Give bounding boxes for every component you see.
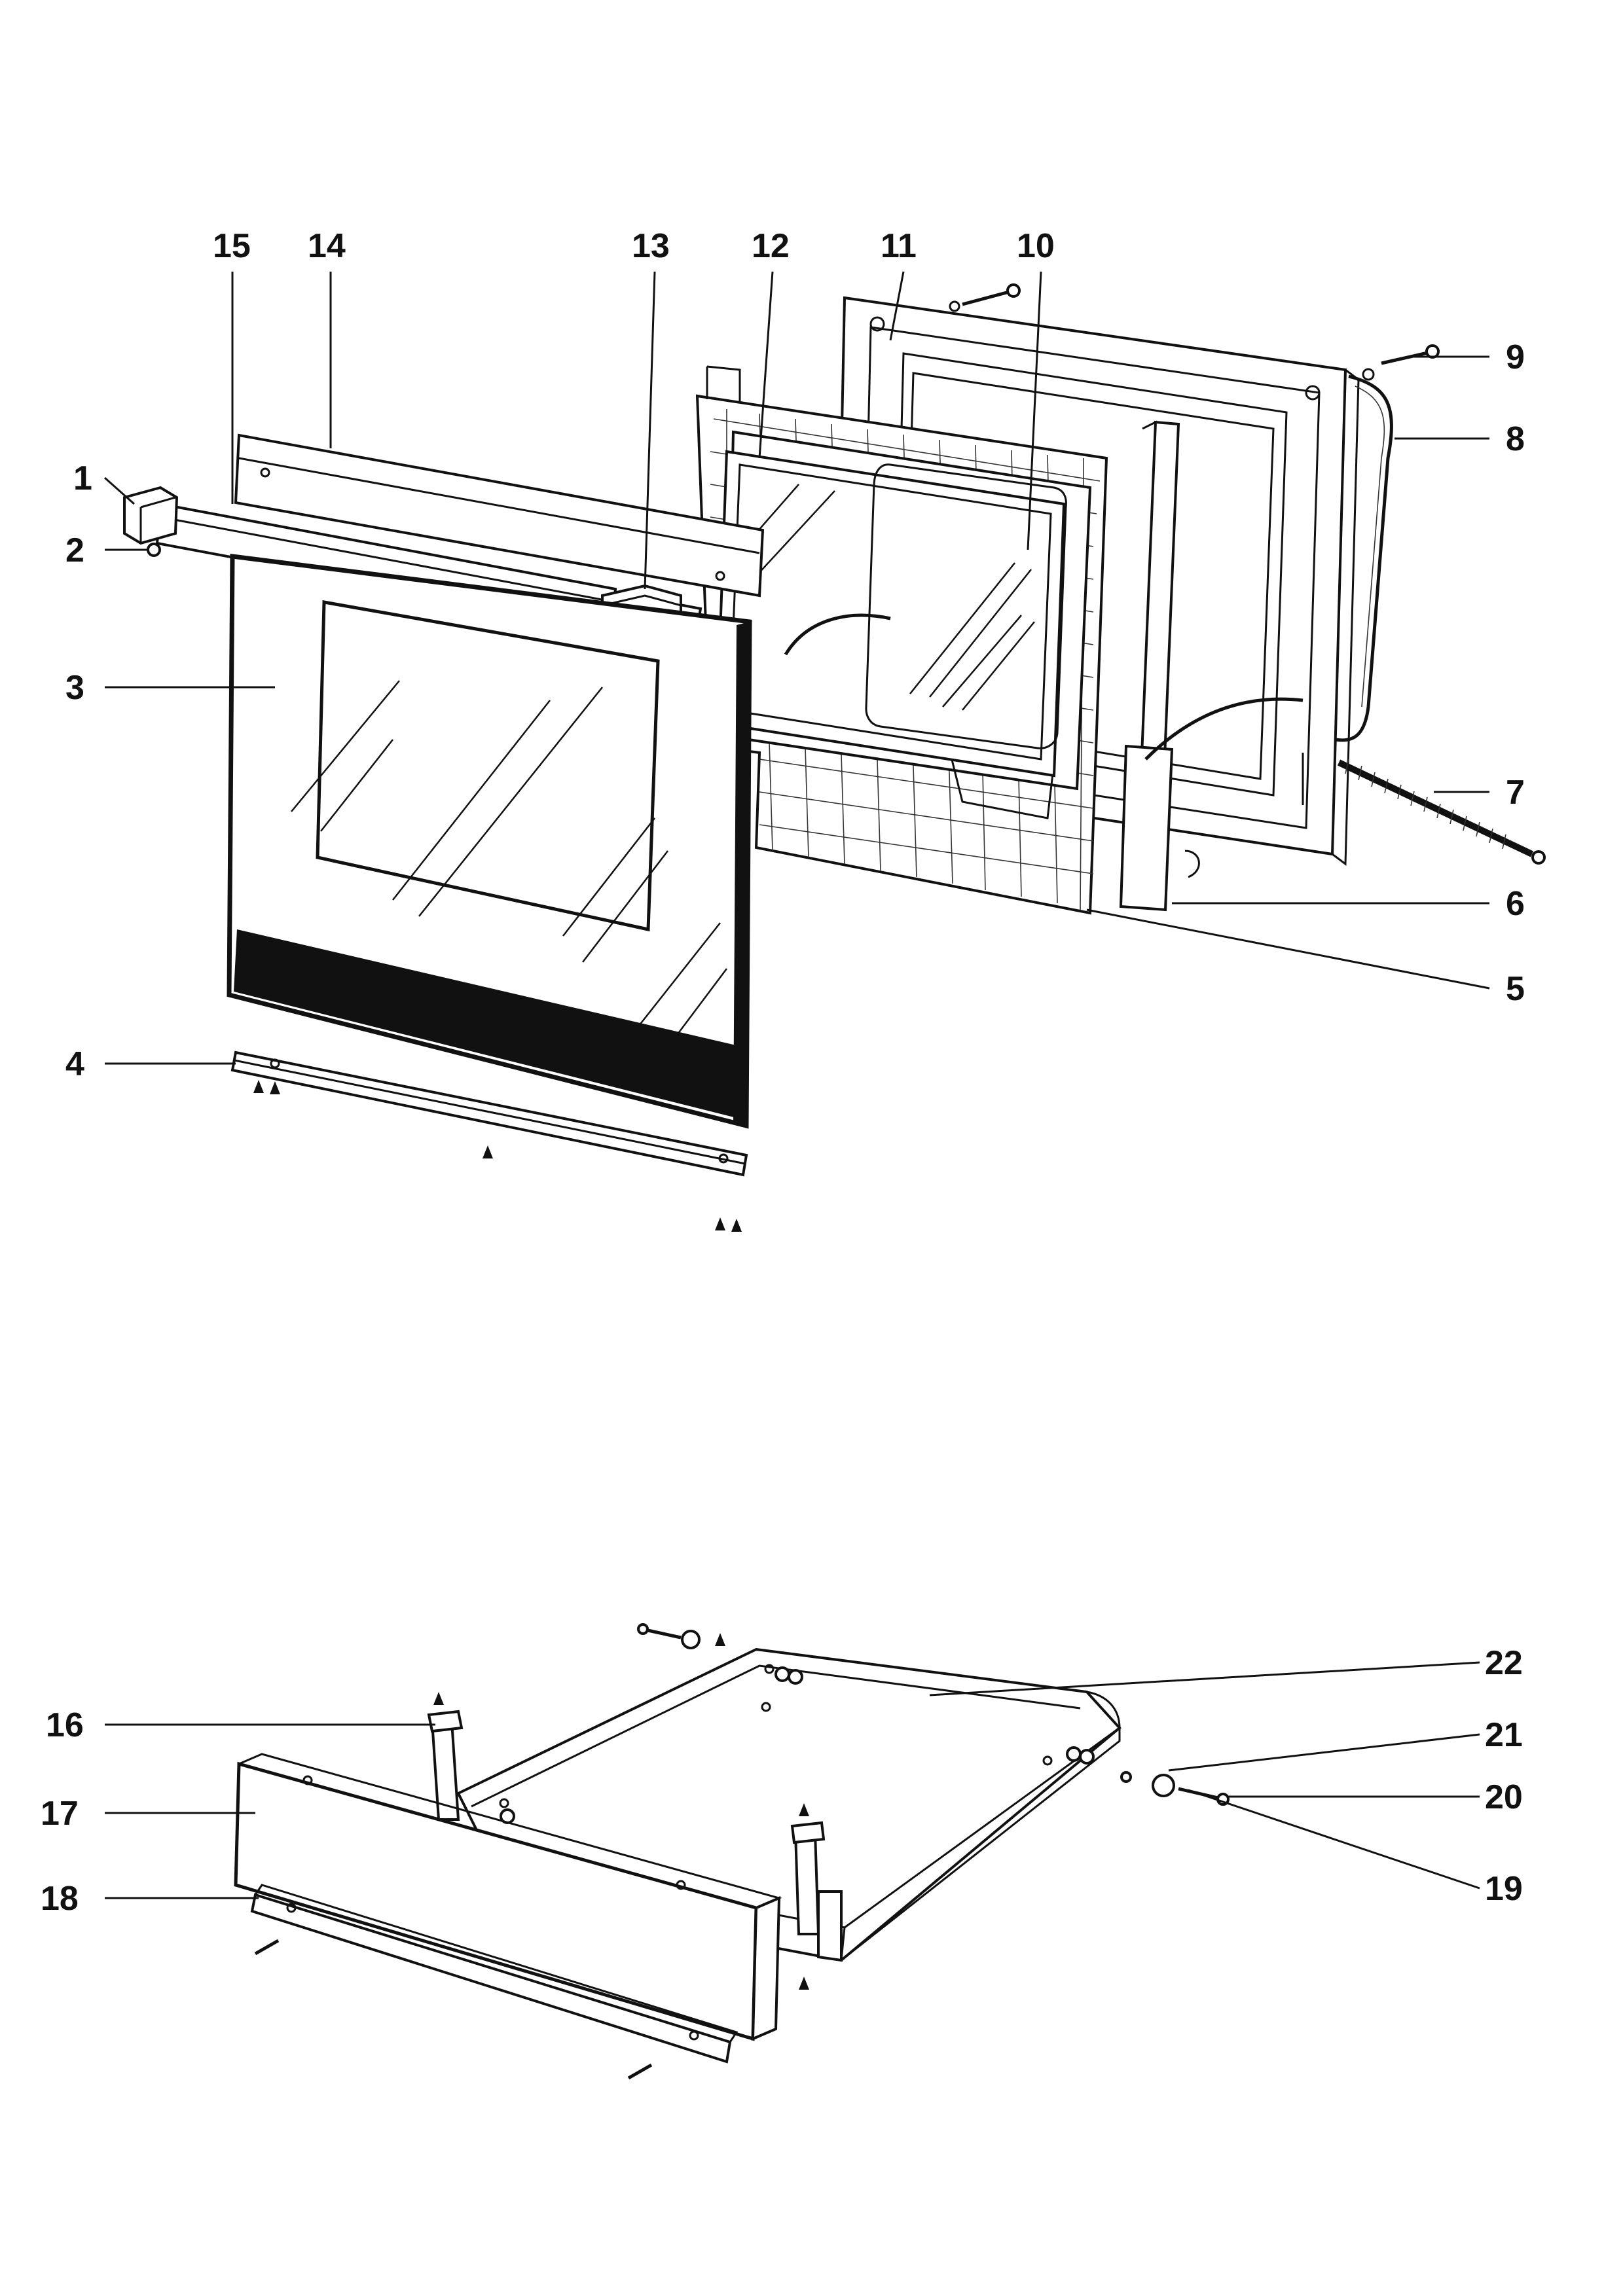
top-frame-screw <box>949 283 1021 312</box>
part-18-drawer-rail <box>250 1884 739 2080</box>
callout-11: 11 <box>881 227 917 265</box>
callout-13: 13 <box>632 227 670 265</box>
callout-18: 18 <box>41 1880 79 1918</box>
callout-3: 3 <box>65 669 84 707</box>
leader-lines <box>104 271 1490 1899</box>
callout-12: 12 <box>752 227 790 265</box>
part-9-screw <box>1362 344 1440 381</box>
callout-1: 1 <box>73 459 92 497</box>
oven-door-assembly <box>123 283 1546 1232</box>
drawer-assembly <box>234 1623 1230 2080</box>
callout-4: 4 <box>65 1045 84 1083</box>
callout-22: 22 <box>1485 1644 1523 1682</box>
callout-20: 20 <box>1485 1778 1523 1816</box>
part-14-top-trim <box>234 433 765 598</box>
callout-9: 9 <box>1506 338 1525 376</box>
callout-17: 17 <box>41 1795 79 1833</box>
callout-10: 10 <box>1017 227 1055 265</box>
callout-19: 19 <box>1485 1870 1523 1908</box>
part-16-drawer-bracket <box>427 1692 464 1821</box>
callout-21: 21 <box>1485 1716 1523 1754</box>
part-2-screw <box>147 543 161 557</box>
part-8-door-seal <box>1335 374 1393 742</box>
tray-top-fixings <box>637 1623 725 1649</box>
callout-7: 7 <box>1506 774 1525 812</box>
part-3-outer-door-glass <box>227 554 752 1129</box>
callout-5: 5 <box>1506 970 1525 1008</box>
callout-16: 16 <box>46 1706 84 1744</box>
callout-6: 6 <box>1506 885 1525 923</box>
callout-labels: 15 14 13 12 11 10 9 8 7 6 5 1 2 3 4 16 1… <box>41 227 1525 1918</box>
part-17-drawer-front <box>234 1753 782 2041</box>
part-10-middle-glass <box>865 463 1067 749</box>
part-19-20-21-fixings <box>1120 1771 1230 1806</box>
callout-15: 15 <box>213 227 251 265</box>
part-6-hinge <box>784 420 1304 912</box>
callout-8: 8 <box>1506 420 1525 458</box>
part-7-spring <box>1337 759 1546 865</box>
callout-2: 2 <box>65 531 84 569</box>
drawer-bracket-right <box>790 1803 826 1990</box>
callout-14: 14 <box>308 227 346 265</box>
part-1-handle-end-cap <box>123 486 179 545</box>
